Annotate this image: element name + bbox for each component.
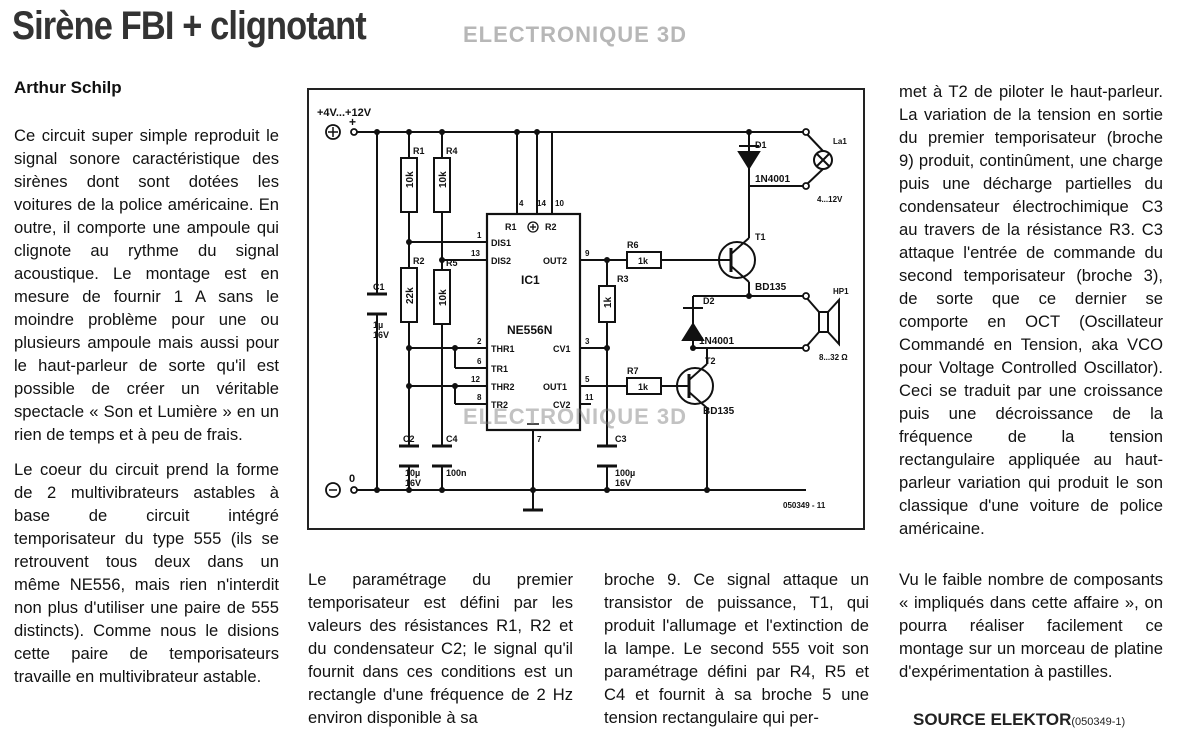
d1-label: D1: [755, 140, 767, 150]
paragraph-6: Vu le faible nombre de composants « impl…: [899, 570, 1163, 681]
c1-value2: 16V: [373, 330, 389, 340]
pin-5: 5: [585, 375, 590, 384]
c2-value2: 16V: [405, 478, 421, 488]
figure-code: 050349 - 11: [783, 501, 826, 510]
ic-label: IC1: [521, 273, 540, 287]
pin-3: 3: [585, 337, 590, 346]
t1-label: T1: [755, 232, 766, 242]
schematic-watermark: ELECTRONIQUE 3D: [463, 404, 688, 429]
c3-label: C3: [615, 434, 627, 444]
c3-value2: 16V: [615, 478, 631, 488]
r3-label: R3: [617, 274, 629, 284]
pin-10: 10: [555, 199, 564, 208]
pin-tr2-label: TR2: [491, 400, 508, 410]
pin-4: 4: [519, 199, 524, 208]
r4-label: R4: [446, 146, 458, 156]
article-title: Sirène FBI + clignotant: [12, 4, 367, 48]
r2-label: R2: [413, 256, 425, 266]
pin-thr1-label: THR1: [491, 344, 515, 354]
c2-value1: 10µ: [405, 468, 420, 478]
pin-7: 7: [537, 435, 542, 444]
pin-11: 11: [585, 393, 594, 402]
source-credit: SOURCE ELEKTOR(050349-1): [913, 710, 1125, 730]
pin-14: 14: [537, 199, 546, 208]
r3-value: 1k: [603, 296, 614, 308]
ground-label: 0: [349, 473, 355, 485]
t2-value: BD135: [703, 406, 735, 417]
speaker-label: HP1: [833, 287, 849, 296]
pin-dis1-label: DIS1: [491, 238, 511, 248]
column-1: Ce circuit super simple reproduit le sig…: [14, 124, 279, 688]
t1-value: BD135: [755, 282, 787, 293]
plus-label: +: [349, 115, 356, 129]
column-2: Le paramétrage du premier temporisateur …: [308, 568, 573, 729]
paragraph-3: Le paramétrage du premier temporisateur …: [308, 570, 573, 727]
lamp-value: 4...12V: [817, 195, 843, 204]
c3-value1: 100µ: [615, 468, 635, 478]
c4-value: 100n: [446, 468, 467, 478]
pin-thr2-label: THR2: [491, 382, 515, 392]
column-3: broche 9. Ce signal attaque un transisto…: [604, 568, 869, 729]
r1-value: 10k: [405, 171, 416, 188]
speaker-value: 8...32 Ω: [819, 353, 848, 362]
pin-out1-label: OUT1: [543, 382, 567, 392]
pin-2: 2: [477, 337, 482, 346]
supply-label: +4V...+12V: [317, 107, 372, 119]
r7-label: R7: [627, 366, 639, 376]
pin-9: 9: [585, 249, 590, 258]
d2-value: 1N4001: [699, 336, 734, 347]
d1-value: 1N4001: [755, 174, 790, 185]
r5-value: 10k: [438, 289, 449, 306]
pin-8: 8: [477, 393, 482, 402]
c2-label: C2: [403, 434, 415, 444]
pin-tr1-label: TR1: [491, 364, 508, 374]
c1-value1: 1µ: [373, 320, 383, 330]
pin-6: 6: [477, 357, 482, 366]
pin-cv2-label: CV2: [553, 400, 571, 410]
pin-dis2-label: DIS2: [491, 256, 511, 266]
pin-13: 13: [471, 249, 480, 258]
c1-label: C1: [373, 282, 385, 292]
t2-label: T2: [705, 356, 716, 366]
r1-label: R1: [413, 146, 425, 156]
pin-r1-label: R1: [505, 222, 517, 232]
brand-watermark: ELECTRONIQUE 3D: [463, 22, 688, 47]
column-4-top: met à T2 de piloter le haut-parleur. La …: [899, 80, 1163, 540]
ic-type: NE556N: [507, 323, 552, 337]
schematic-svg: +4V...+12V + 0 R1 10k R2 22k R4 10k R5 1…: [317, 107, 849, 512]
r6-value: 1k: [638, 256, 649, 266]
pin-out2-label: OUT2: [543, 256, 567, 266]
paragraph-5: met à T2 de piloter le haut-parleur. La …: [899, 82, 1163, 538]
c4-label: C4: [446, 434, 458, 444]
pin-1: 1: [477, 231, 482, 240]
schematic-diagram: +4V...+12V + 0 R1 10k R2 22k R4 10k R5 1…: [307, 88, 865, 530]
column-4-bottom: Vu le faible nombre de composants « impl…: [899, 568, 1163, 683]
r2-value: 22k: [405, 287, 416, 304]
author-name: Arthur Schilp: [14, 78, 122, 97]
lamp-label: La1: [833, 137, 847, 146]
d2-label: D2: [703, 296, 715, 306]
paragraph-2: Le coeur du circuit prend la forme de 2 …: [14, 460, 279, 686]
paragraph-1: Ce circuit super simple reproduit le sig…: [14, 126, 279, 444]
r6-label: R6: [627, 240, 639, 250]
source-label: SOURCE ELEKTOR: [913, 710, 1072, 729]
r7-value: 1k: [638, 382, 649, 392]
r4-value: 10k: [438, 171, 449, 188]
source-ref: (050349-1): [1071, 716, 1126, 728]
r5-label: R5: [446, 258, 458, 268]
paragraph-4: broche 9. Ce signal attaque un transisto…: [604, 570, 869, 727]
pin-12: 12: [471, 375, 480, 384]
pin-r2-label: R2: [545, 222, 557, 232]
pin-cv1-label: CV1: [553, 344, 571, 354]
